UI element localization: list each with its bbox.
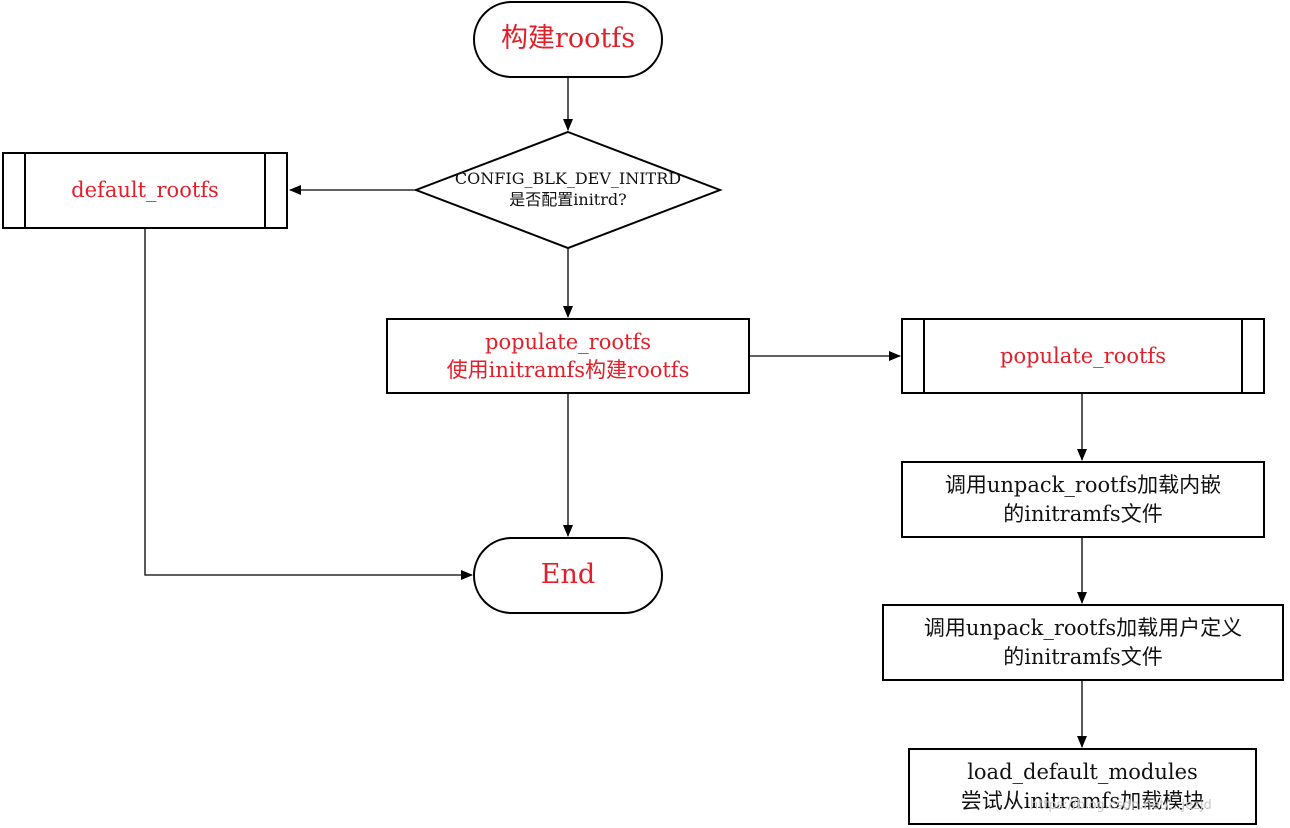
populate-rootfs-label-line1: populate_rootfs: [485, 329, 651, 354]
unpack-embedded-label-line2: 的initramfs文件: [1003, 501, 1163, 526]
populate-rootfs-subprocess-label: populate_rootfs: [1000, 343, 1166, 368]
decision-label-line1: CONFIG_BLK_DEV_INITRD: [454, 169, 682, 189]
unpack-embedded-label-line1: 调用unpack_rootfs加载内嵌: [944, 473, 1222, 498]
decision-label: CONFIG_BLK_DEV_INITRD 是否配置initrd?: [436, 160, 700, 220]
load-default-modules-process: load_default_modules 尝试从initramfs加载模块: [908, 748, 1257, 825]
unpack-embedded-process: 调用unpack_rootfs加载内嵌 的initramfs文件: [901, 461, 1265, 538]
populate-rootfs-process: populate_rootfs 使用initramfs构建rootfs: [386, 318, 750, 394]
populate-rootfs-label-line2: 使用initramfs构建rootfs: [446, 358, 690, 382]
end-label: End: [540, 559, 596, 591]
load-modules-label-line1: load_default_modules: [967, 760, 1198, 785]
populate-rootfs-subprocess: populate_rootfs: [901, 318, 1265, 394]
start-terminal: 构建rootfs: [473, 1, 663, 78]
default-rootfs-subprocess: default_rootfs: [2, 152, 288, 229]
unpack-user-label-line2: 的initramfs文件: [1003, 644, 1163, 669]
unpack-user-process: 调用unpack_rootfs加载用户定义 的initramfs文件: [882, 604, 1284, 681]
unpack-user-label-line1: 调用unpack_rootfs加载用户定义: [923, 616, 1243, 641]
decision-label-line2: 是否配置initrd?: [509, 190, 627, 209]
arrow-default-to-end: [144, 229, 473, 580]
default-rootfs-label: default_rootfs: [71, 178, 219, 203]
watermark-text: https://blog.csdn.net/...jezjd: [1030, 798, 1212, 813]
end-terminal: End: [473, 537, 663, 614]
start-label: 构建rootfs: [500, 23, 636, 55]
load-modules-label-line2: 尝试从initramfs加载模块: [960, 788, 1205, 813]
